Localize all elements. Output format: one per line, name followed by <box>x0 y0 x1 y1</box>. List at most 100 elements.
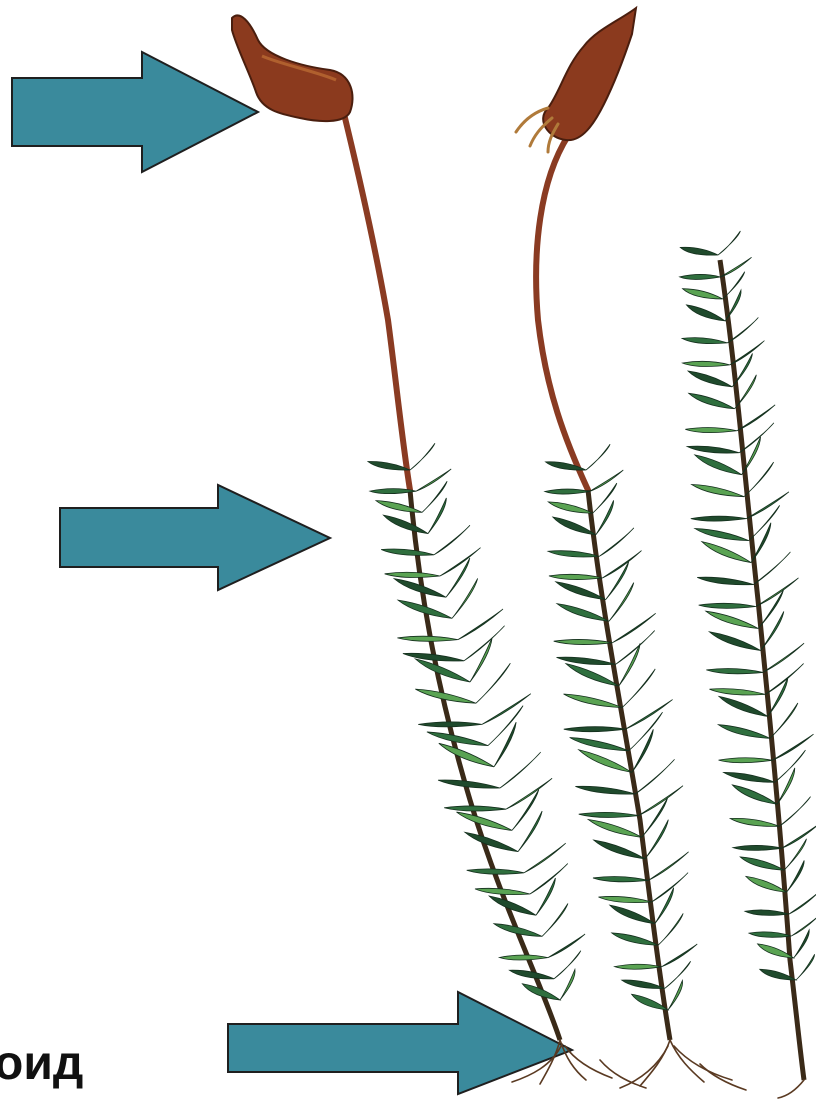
leaf <box>746 876 787 892</box>
leaf <box>615 964 662 969</box>
leaf <box>683 361 730 366</box>
leaf <box>397 636 458 641</box>
leaf <box>458 609 503 639</box>
leaf <box>720 257 751 277</box>
leaf <box>403 653 464 661</box>
leaf <box>506 778 552 809</box>
leaf <box>476 663 510 703</box>
leaf <box>434 525 470 555</box>
leaf <box>499 955 548 960</box>
leaf <box>427 732 488 746</box>
leaf <box>777 768 795 804</box>
leaf <box>598 896 651 902</box>
leaf <box>685 427 737 432</box>
leaf <box>719 758 773 763</box>
capsule-left <box>232 15 353 121</box>
seta-right <box>536 136 588 490</box>
leaf <box>710 689 766 695</box>
leaf <box>782 824 816 848</box>
leaf <box>789 891 816 914</box>
leaf <box>545 489 589 494</box>
leafy-stem-middle <box>588 490 670 1040</box>
leaf <box>542 903 568 936</box>
leaf <box>610 905 655 923</box>
leaf <box>665 961 691 988</box>
leaf <box>554 639 613 644</box>
leaf <box>625 700 672 730</box>
leaf <box>709 632 760 651</box>
leaf <box>579 812 639 817</box>
leaf <box>682 338 727 344</box>
leaf <box>695 529 749 541</box>
leaf <box>586 444 610 470</box>
leaf <box>632 729 653 772</box>
leaf <box>612 613 655 642</box>
leaf <box>688 371 732 387</box>
leaf <box>596 500 614 534</box>
leaf <box>753 552 790 585</box>
leaf <box>706 611 758 628</box>
leaf <box>549 574 602 579</box>
leaf <box>416 469 451 491</box>
leaf <box>770 703 798 738</box>
leaf <box>702 542 751 563</box>
leaf <box>648 852 688 881</box>
leaf <box>746 492 789 519</box>
leaf <box>745 910 789 915</box>
leaf <box>695 455 742 475</box>
leaf <box>593 877 648 882</box>
leaf <box>730 818 779 826</box>
leaf <box>763 643 804 672</box>
leaf <box>645 820 668 859</box>
leaf <box>524 843 566 873</box>
leaf <box>687 446 739 453</box>
leaf <box>697 577 753 585</box>
leaf <box>668 980 683 1010</box>
leaf <box>706 669 763 674</box>
leaf <box>658 913 683 945</box>
leaf <box>619 643 640 686</box>
leaf <box>467 869 524 874</box>
arrow-shape <box>60 485 330 590</box>
seta-left <box>345 118 410 490</box>
leaf <box>737 405 775 431</box>
leaf <box>548 551 599 557</box>
leaf <box>575 786 635 794</box>
leaf <box>548 934 585 958</box>
leaf <box>635 759 674 794</box>
leaf <box>606 562 629 600</box>
moss-leaves <box>368 231 816 1010</box>
leaf <box>588 819 642 837</box>
leaf <box>439 743 494 766</box>
leaf <box>680 247 718 255</box>
leaf <box>680 274 721 279</box>
leaf <box>779 797 810 827</box>
leaf <box>775 750 806 782</box>
leaf <box>718 231 740 255</box>
leaf <box>683 289 723 299</box>
leaf <box>718 725 770 739</box>
leaf <box>579 750 632 773</box>
leaf <box>410 443 435 470</box>
leaf <box>566 664 619 686</box>
leaf <box>381 549 434 555</box>
leaf <box>440 548 481 576</box>
leaf <box>719 696 768 716</box>
leaf <box>554 951 581 979</box>
leaf <box>475 888 530 894</box>
leaf <box>457 812 512 830</box>
leaf <box>772 734 813 760</box>
leaf <box>791 913 816 936</box>
leaf <box>564 727 626 732</box>
leaf <box>482 694 531 725</box>
leaf <box>444 806 506 811</box>
leaf <box>560 969 575 1000</box>
leaf <box>622 980 665 988</box>
leaf <box>689 393 735 408</box>
leaf <box>727 318 758 343</box>
leaf <box>599 528 634 556</box>
rhizoid-label: оид <box>0 1040 83 1088</box>
leaf <box>438 780 500 788</box>
